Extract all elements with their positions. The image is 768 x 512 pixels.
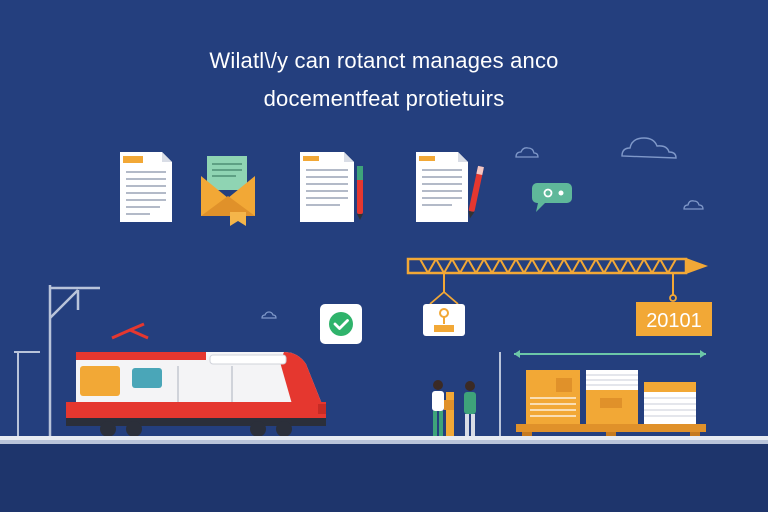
pallet-boxes-icon	[499, 350, 706, 436]
rail-track	[0, 436, 768, 512]
envelope-icon	[201, 156, 255, 226]
crane-sign-value: 20101	[646, 310, 702, 332]
catenary-pole	[14, 285, 100, 436]
cloud-small-icon	[683, 200, 704, 210]
headline-line-2: docementfeat protietuirs	[263, 86, 505, 111]
cloud-small-icon	[261, 311, 277, 319]
cloud-icon	[621, 137, 677, 159]
checkmark-icon	[320, 304, 362, 344]
document-pen-icon	[300, 152, 363, 222]
crane-number-sign: 20101	[636, 302, 712, 336]
headline-line-1: Wilatl\/y can rotanct manages anco	[209, 48, 559, 73]
chat-bubble-icon	[532, 183, 572, 212]
train-icon	[66, 322, 326, 437]
document-icon	[120, 152, 172, 222]
crane-icon	[406, 257, 708, 336]
cloud-small-icon	[515, 147, 539, 158]
document-pencil-icon	[416, 152, 484, 222]
people-icon	[432, 380, 476, 436]
